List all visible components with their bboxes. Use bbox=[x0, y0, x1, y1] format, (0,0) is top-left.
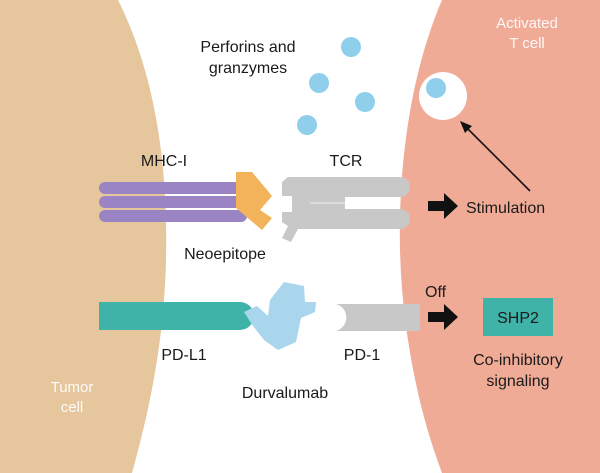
tumor-cell-label: cell bbox=[61, 399, 84, 416]
tumor-cell bbox=[0, 0, 167, 473]
perforins-label: granzymes bbox=[209, 60, 287, 77]
shp2-box bbox=[483, 298, 553, 336]
stimulation-label: Stimulation bbox=[466, 200, 545, 217]
granule-exocytosis-ring bbox=[419, 72, 467, 120]
stimulation-arrow bbox=[428, 193, 458, 219]
t-cell-label: T cell bbox=[509, 35, 545, 52]
pd-1-receptor bbox=[336, 304, 420, 331]
tcr-label: TCR bbox=[330, 153, 363, 170]
tumor-cell-label: Tumor bbox=[51, 379, 94, 396]
t-cell bbox=[399, 0, 600, 473]
perforin-granzyme-granules bbox=[297, 37, 375, 135]
granule bbox=[309, 73, 329, 93]
pd-l1-receptor bbox=[99, 302, 254, 330]
granule bbox=[355, 92, 375, 112]
neoepitope-label: Neoepitope bbox=[184, 246, 266, 263]
tcr-receptor bbox=[282, 177, 410, 242]
pd-1-label: PD-1 bbox=[344, 347, 381, 364]
off-arrow bbox=[428, 304, 458, 330]
co-inhibitory-label: Co-inhibitory bbox=[473, 352, 563, 369]
durvalumab-label: Durvalumab bbox=[242, 385, 328, 402]
mhc-i-label: MHC-I bbox=[141, 153, 187, 170]
granule-exocytosis bbox=[426, 78, 446, 98]
pd-l1-label: PD-L1 bbox=[161, 347, 206, 364]
mhc-bar bbox=[99, 182, 247, 194]
granule bbox=[341, 37, 361, 57]
mhc-bar bbox=[99, 210, 247, 222]
granule-release-arrow bbox=[460, 121, 531, 192]
t-cell-label: Activated bbox=[496, 15, 558, 32]
durvalumab-antibody bbox=[244, 282, 316, 350]
shp2-label: SHP2 bbox=[497, 310, 539, 327]
perforins-label: Perforins and bbox=[200, 39, 295, 56]
off-label: Off bbox=[425, 284, 447, 301]
neoepitope bbox=[236, 172, 272, 230]
mhc-i-receptor bbox=[99, 182, 247, 222]
co-inhibitory-label: signaling bbox=[486, 373, 549, 390]
granule bbox=[297, 115, 317, 135]
mhc-bar bbox=[99, 196, 247, 208]
